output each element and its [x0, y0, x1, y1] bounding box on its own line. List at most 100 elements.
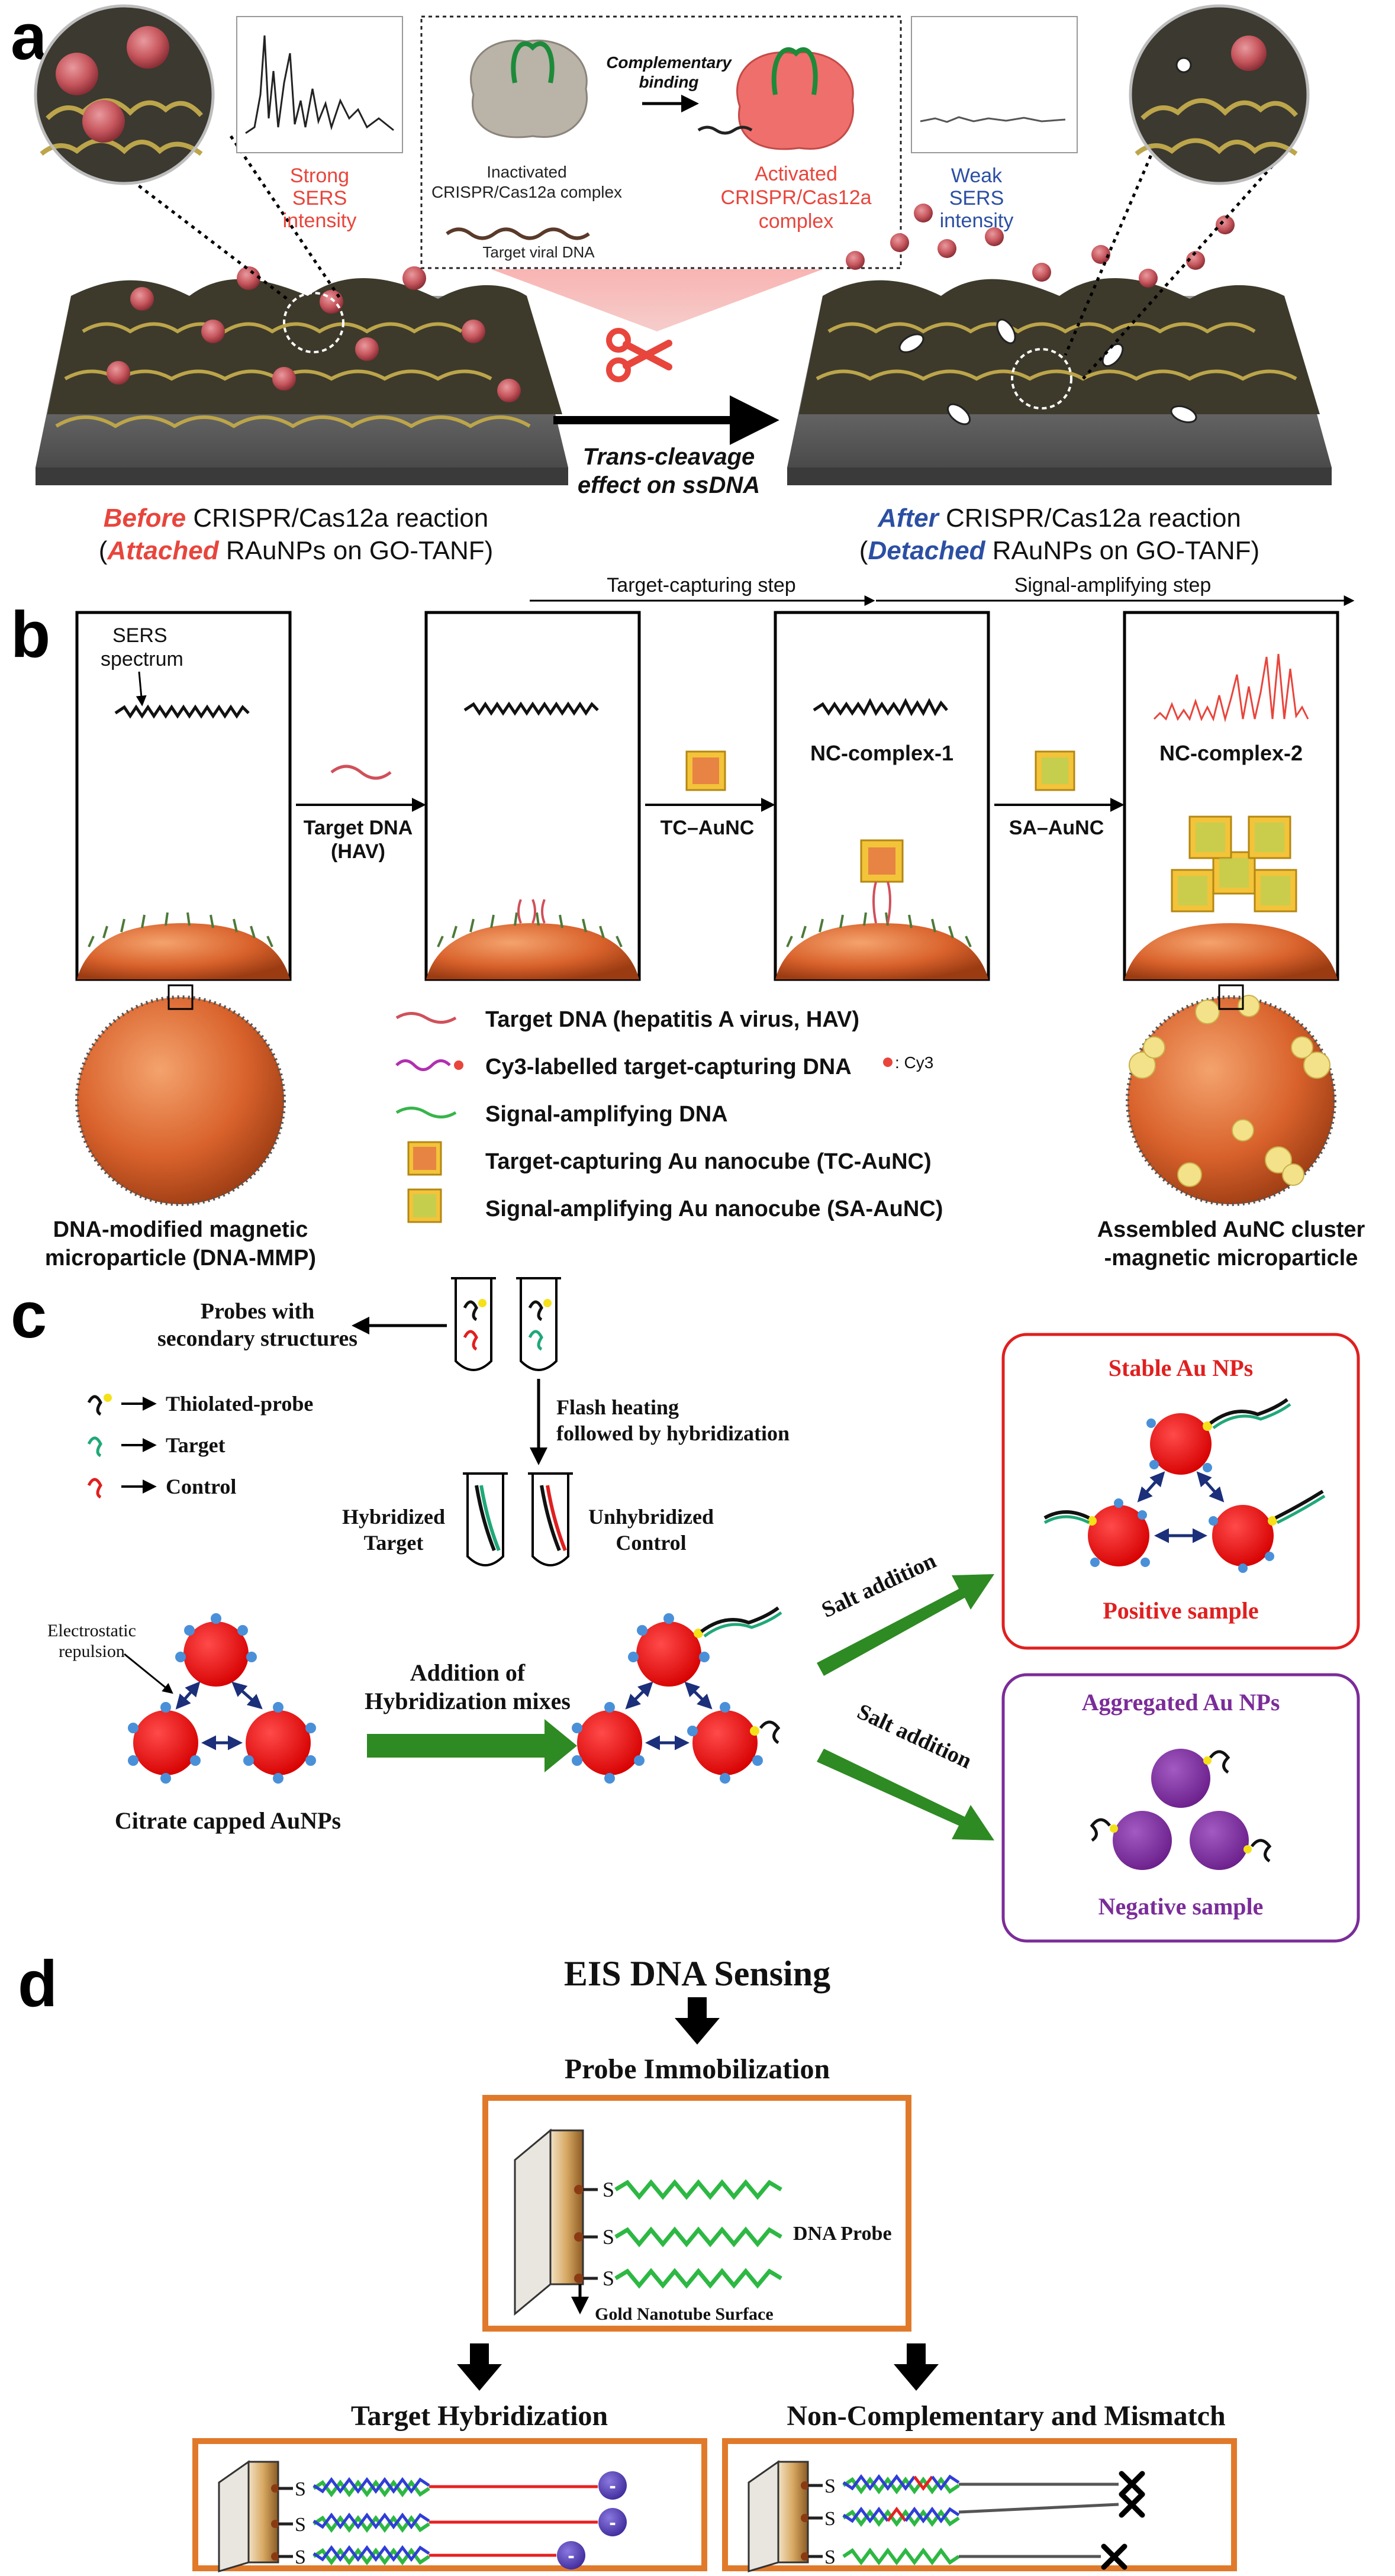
nc-s-label-1: S	[824, 2475, 836, 2497]
transition-arrow-1	[296, 765, 426, 812]
legend-item-5: Signal-amplifying Au nanocube (SA-AuNC)	[485, 1197, 943, 1221]
stable-aunp-label: Stable Au NPs	[1109, 1355, 1254, 1381]
strong-label-line-1: Strong	[290, 165, 349, 187]
s-label-2: S	[603, 2225, 614, 2249]
panel-c-legend	[87, 1394, 157, 1499]
target-capturing-step-label: Target-capturing step	[607, 574, 795, 597]
probe-immobilization-title: Probe Immobilization	[565, 2053, 830, 2085]
stable-aunp-box	[1001, 1333, 1360, 1650]
trans-cleavage-line-1: Trans-cleavage	[583, 444, 755, 470]
inactivated-label-line-1: Inactivated	[487, 163, 566, 181]
legend-sa-dna-swatch	[395, 1107, 457, 1118]
inactivated-label-line-2: CRISPR/Cas12a complex	[431, 183, 622, 201]
panel-b-box-1	[75, 611, 292, 981]
x-mark-icons	[1101, 2471, 1145, 2570]
activated-label-line-3: complex	[759, 210, 834, 233]
crispr-schematic-box	[420, 15, 902, 269]
weak-sers-spectrum-inset	[911, 16, 1078, 153]
target-hybridization-box	[192, 2438, 707, 2573]
aunc-cluster-caption-line-2: -magnetic microparticle	[1104, 1246, 1358, 1271]
probe-tubes	[451, 1277, 561, 1371]
sers-spectrum-label-line-2: spectrum	[101, 648, 183, 670]
addition-green-arrow	[367, 1719, 577, 1772]
panel-b-box-2	[424, 611, 641, 981]
inactivated-complex-icon	[470, 40, 588, 138]
weak-label-line-2: SERS	[949, 187, 1004, 209]
th-s-label-2: S	[295, 2514, 306, 2536]
aunc-cluster-caption-line-1: Assembled AuNC cluster	[1097, 1217, 1365, 1242]
aunc-cluster-particle	[1126, 984, 1336, 1206]
left-zoom-circle	[34, 4, 342, 300]
before-caption-line-1: Before CRISPR/Cas12a reaction	[104, 504, 489, 533]
transition-arrow-3	[994, 750, 1125, 812]
eis-down-arrow-left	[457, 2343, 502, 2391]
strong-label-line-3: intensity	[283, 209, 357, 232]
panel-c: c Probes with secondary structures Thiol…	[11, 1277, 1360, 1943]
hybridized-tubes	[463, 1472, 573, 1566]
weak-label-line-3: intensity	[940, 209, 1014, 232]
gold-surface-label: Gold Nanotube Surface	[595, 2304, 774, 2324]
eis-title: EIS DNA Sensing	[564, 1954, 830, 1993]
nc-complex-1-label: NC-complex-1	[810, 741, 953, 765]
sa-aunc-arrow-label: SA–AuNC	[1009, 817, 1104, 839]
scissors-icon	[606, 328, 672, 382]
mixed-aunp-triangle	[572, 1606, 782, 1784]
panel-b-box-4	[1123, 611, 1339, 981]
dna-mmp-caption-line-2: microparticle (DNA-MMP)	[45, 1246, 316, 1271]
legend-target-dna-swatch	[395, 1012, 457, 1024]
nc-complex-2-label: NC-complex-2	[1159, 741, 1303, 765]
hybridized-target-line-1: Hybridized	[342, 1505, 445, 1529]
trans-cleavage-line-2: effect on ssDNA	[578, 472, 760, 498]
tc-aunc-arrow-label: TC–AuNC	[661, 817, 755, 839]
legend-item-1: Target DNA (hepatitis A virus, HAV)	[485, 1007, 859, 1032]
ion-minus-1: -	[609, 2475, 616, 2497]
addition-line-1: Addition of	[410, 1659, 526, 1686]
ion-minus-3: -	[568, 2545, 574, 2567]
target-dna-arrow-line-1: Target DNA	[304, 817, 413, 839]
complementary-binding-line-2: binding	[639, 73, 698, 91]
non-complementary-title: Non-Complementary and Mismatch	[787, 2400, 1225, 2432]
electrostatic-line-2: repulsion	[59, 1642, 125, 1661]
panel-b-box-3	[774, 611, 990, 981]
panel-b-letter: b	[11, 598, 50, 671]
citrate-caption: Citrate capped AuNPs	[115, 1807, 341, 1834]
sers-spectrum-label-line-1: SERS	[112, 624, 167, 647]
dna-probe-label: DNA Probe	[793, 2223, 892, 2245]
legend-item-2: Cy3-labelled target-capturing DNA	[485, 1055, 852, 1079]
right-substrate	[787, 204, 1332, 485]
aggregated-aunp-label: Aggregated Au NPs	[1082, 1689, 1280, 1716]
legend-cy3-dna-swatch	[395, 1059, 451, 1071]
dna-mmp-caption-line-1: DNA-modified magnetic	[53, 1217, 308, 1242]
positive-sample-label: Positive sample	[1103, 1597, 1258, 1624]
legend-tc-aunc-swatch	[407, 1141, 442, 1176]
ion-minus-2: -	[609, 2511, 616, 2534]
panel-a: a	[11, 1, 1332, 565]
salt-arrow-down	[817, 1749, 994, 1840]
panel-d: d EIS DNA Sensing Probe Immobilization S…	[18, 1948, 1237, 2573]
target-hybridization-title: Target Hybridization	[351, 2400, 608, 2432]
weak-label-line-1: Weak	[951, 165, 1003, 187]
s-label-3: S	[603, 2267, 614, 2290]
nc-s-label-2: S	[824, 2508, 836, 2530]
th-s-label-1: S	[295, 2478, 306, 2500]
transition-arrow-2	[645, 750, 775, 812]
addition-line-2: Hybridization mixes	[365, 1688, 571, 1714]
complementary-binding-line-1: Complementary	[606, 53, 732, 72]
gold-probe-strands	[574, 2179, 782, 2289]
flash-heating-line-2: followed by hybridization	[556, 1421, 790, 1445]
citrate-aunp-triangle	[124, 1613, 316, 1784]
after-caption-line-1: After CRISPR/Cas12a reaction	[877, 504, 1241, 533]
activated-label-line-1: Activated	[755, 163, 837, 185]
strong-sers-spectrum-inset	[236, 16, 403, 153]
th-s-label-3: S	[295, 2546, 306, 2568]
right-zoom-circle	[1064, 4, 1310, 380]
legend-item-3: Signal-amplifying DNA	[485, 1102, 728, 1127]
hybridized-target-line-2: Target	[364, 1531, 424, 1555]
legend-cy3-note: : Cy3	[895, 1053, 933, 1072]
panel-d-letter: d	[18, 1948, 57, 2020]
eis-down-arrow-1	[675, 1997, 720, 2045]
legend-sa-aunc-swatch	[407, 1188, 442, 1223]
unhybridized-control-line-1: Unhybridized	[588, 1505, 714, 1529]
panel-b: b Target-capturing step Signal-amplifyin…	[11, 574, 1365, 1271]
